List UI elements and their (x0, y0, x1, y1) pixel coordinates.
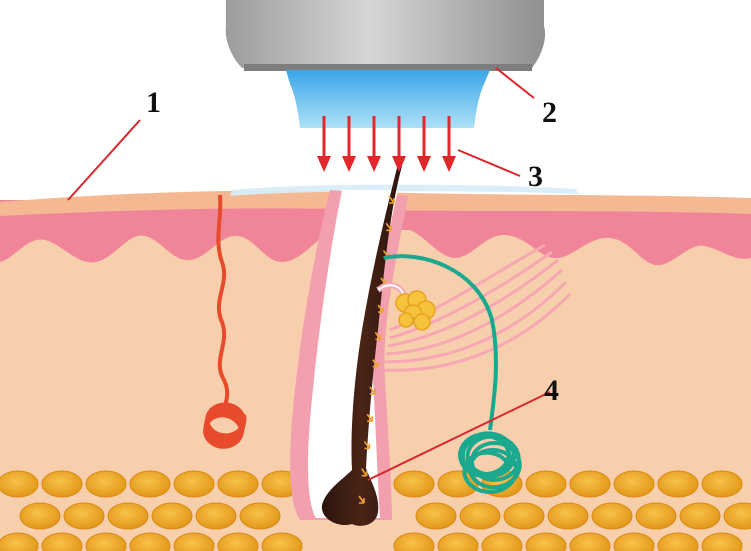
fat-cell (613, 532, 655, 551)
small-arrow-icon (371, 359, 379, 368)
fat-cell (723, 502, 751, 530)
fat-cell (129, 470, 171, 498)
energy-arrow (442, 116, 456, 172)
fat-cell (19, 502, 61, 530)
fat-cell (195, 502, 237, 530)
fat-cell (0, 532, 39, 551)
small-arrow-icon (377, 304, 384, 313)
fat-cell (217, 470, 259, 498)
small-arrow-icon (385, 222, 393, 232)
fat-cell (0, 470, 39, 498)
callout-2: 2 (542, 96, 557, 129)
energy-arrow (417, 116, 431, 172)
fat-cell (569, 532, 611, 551)
fat-cell (85, 532, 127, 551)
fat-cell (635, 502, 677, 530)
small-arrow-icon (361, 468, 368, 477)
fat-cell (239, 502, 281, 530)
device-cooling-window (286, 70, 490, 128)
fat-cell (591, 502, 633, 530)
fat-cell (173, 532, 215, 551)
gel-layer (230, 184, 578, 196)
fat-cell (393, 532, 435, 551)
callout-3: 3 (528, 160, 543, 193)
fat-cell (151, 502, 193, 530)
small-arrow-icon (374, 331, 382, 341)
hair-energy-arrows (358, 195, 395, 504)
fat-cell (481, 532, 523, 551)
fat-cell (173, 470, 215, 498)
fat-cell (701, 470, 743, 498)
small-arrow-icon (369, 386, 376, 395)
fat-cell (547, 502, 589, 530)
sweat-gland-teal (383, 254, 522, 495)
epidermis-layer (0, 200, 751, 266)
hair-shaft (321, 164, 402, 526)
fat-cell (63, 502, 105, 530)
small-arrow-icon (358, 495, 365, 504)
sweat-gland-red (203, 194, 247, 449)
fat-cell (569, 470, 611, 498)
fat-cell (525, 470, 567, 498)
fat-cell (679, 502, 721, 530)
fat-cell-layer (0, 470, 751, 551)
fat-cell (393, 470, 435, 498)
device-rim (244, 64, 532, 71)
fat-cell (415, 502, 457, 530)
fat-cell (613, 470, 655, 498)
fat-cell (459, 502, 501, 530)
fat-cell (107, 502, 149, 530)
fat-cell (85, 470, 127, 498)
fat-cell (41, 470, 83, 498)
energy-arrow (367, 116, 381, 172)
small-arrow-icon (388, 195, 395, 204)
down-arrow-icon (317, 116, 456, 172)
fat-cell (437, 532, 479, 551)
leader-line-3 (457, 149, 521, 177)
leader-lines (67, 67, 551, 481)
callout-1: 1 (146, 86, 161, 119)
fat-cell (657, 470, 699, 498)
nerve-fibers (381, 243, 572, 372)
fat-cell (41, 532, 83, 551)
energy-arrow (342, 116, 356, 172)
fat-cell (129, 532, 171, 551)
fat-cell (657, 532, 699, 551)
fat-cell (525, 532, 567, 551)
leader-line-2 (495, 67, 535, 99)
leader-line-4 (367, 391, 551, 481)
fat-cell (503, 502, 545, 530)
fat-cell (701, 532, 743, 551)
leader-line-1 (67, 119, 141, 201)
callout-4: 4 (544, 374, 559, 407)
small-arrow-icon (366, 413, 373, 422)
device-handpiece (225, 0, 546, 68)
sebaceous-gland (376, 282, 436, 331)
fat-cell (217, 532, 259, 551)
small-arrow-icon (363, 440, 371, 450)
fat-cell (261, 532, 303, 551)
energy-arrow (317, 116, 331, 172)
energy-arrow (392, 116, 406, 172)
